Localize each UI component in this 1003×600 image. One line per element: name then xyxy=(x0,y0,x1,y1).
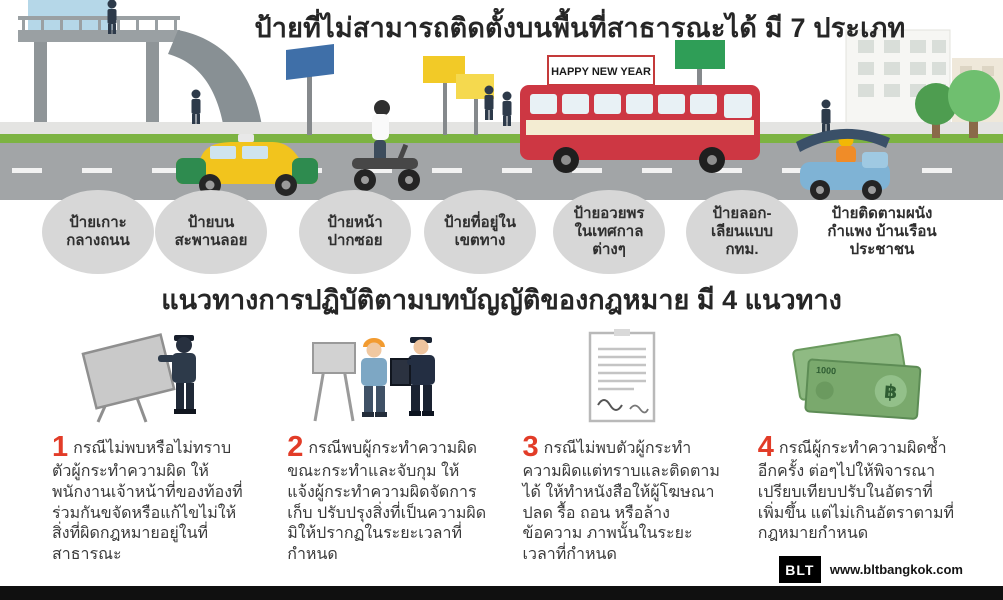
guideline-body: กรณีพบผู้กระทำความผิดขณะกระทำและจับกุม ใ… xyxy=(287,440,487,564)
bus: HAPPY NEW YEAR xyxy=(520,55,760,173)
document-icon xyxy=(588,329,656,423)
worker-officer-icon xyxy=(311,337,435,422)
baht-symbol: ฿ xyxy=(884,382,899,404)
page-title: ป้ายที่ไม่สามารถติดตั้งบนพื้นที่สาธารณะไ… xyxy=(254,13,906,43)
sign-type-circle: ป้ายติดตามผนัง กำแพง บ้านเรือน ประชาชน xyxy=(827,204,937,259)
guidelines-section: แนวทางการปฏิบัติตามบทบัญญัติของกฎหมาย มี… xyxy=(0,278,1003,566)
blue-road-sign xyxy=(286,44,334,80)
taxi-roof-sign xyxy=(238,134,254,142)
bus-banner-text: HAPPY NEW YEAR xyxy=(551,66,651,78)
trees xyxy=(915,70,1000,138)
banknote-icon: ฿ 1000 xyxy=(792,333,922,420)
sign-type-circle: ป้ายเกาะ กลางถนน xyxy=(42,190,154,274)
street-scene-svg: HAPPY NEW YEAR xyxy=(0,0,1003,200)
pedestrian xyxy=(502,91,512,126)
green-sign xyxy=(675,40,725,69)
pedestrian xyxy=(191,89,201,124)
tuk-tuk xyxy=(796,128,890,200)
guideline-number: 2 xyxy=(287,431,304,463)
motorcycle xyxy=(352,100,420,191)
pedestrian xyxy=(484,85,494,120)
sign-type-circle: ป้ายบน สะพานลอย xyxy=(155,190,267,274)
guideline-number: 4 xyxy=(757,431,774,463)
guidelines-title: แนวทางการปฏิบัติตามบทบัญญัติของกฎหมาย มี… xyxy=(161,285,842,315)
blt-logo: BLT xyxy=(778,556,821,583)
grass-strip xyxy=(0,134,1003,143)
remove-sign-icon xyxy=(81,333,196,423)
guideline-body: กรณีผู้กระทำความผิดซ้ำอีกครั้ง ต่อๆไปให้… xyxy=(757,440,955,543)
street-scene: HAPPY NEW YEAR xyxy=(0,0,1003,215)
guideline-number: 3 xyxy=(522,431,539,463)
footer-bar xyxy=(0,586,1003,600)
sign-types-row: ป้ายเกาะ กลางถนน ป้ายบน สะพานลอย ป้ายหน้… xyxy=(0,190,1003,278)
website-url: www.bltbangkok.com xyxy=(829,562,963,577)
pedestrian-bridge xyxy=(18,16,264,143)
footer-brand: BLT www.bltbangkok.com xyxy=(778,556,963,583)
guideline-number: 1 xyxy=(52,431,69,463)
sign-type-circle: ป้ายลอก- เลียนแบบ กทม. xyxy=(686,190,798,274)
sign-type-circle: ป้ายอวยพร ในเทศกาล ต่างๆ xyxy=(553,190,665,274)
pedestrian xyxy=(821,99,831,134)
sign-type-circle: ป้ายหน้า ปากซอย xyxy=(299,190,411,274)
helmet xyxy=(374,100,390,116)
remove-sign-illustration xyxy=(52,327,251,425)
note-value: 1000 xyxy=(816,365,837,376)
guideline-body: กรณีไม่พบตัวผู้กระทำความผิดแต่ทราบและติด… xyxy=(522,440,720,564)
pedestrians xyxy=(107,0,831,134)
worker-officer-illustration xyxy=(287,327,486,425)
guideline-body: กรณีไม่พบหรือไม่ทราบตัวผู้กระทำความผิด ใ… xyxy=(52,440,243,564)
bridge-ramp xyxy=(168,30,264,143)
sign-type-circle: ป้ายที่อยู่ใน เขตทาง xyxy=(424,190,536,274)
document-illustration xyxy=(523,327,722,425)
pedestrian xyxy=(107,0,117,34)
taxi xyxy=(176,134,318,196)
banknotes-illustration: ฿ 1000 xyxy=(758,327,957,425)
roadside-signs xyxy=(286,40,725,135)
